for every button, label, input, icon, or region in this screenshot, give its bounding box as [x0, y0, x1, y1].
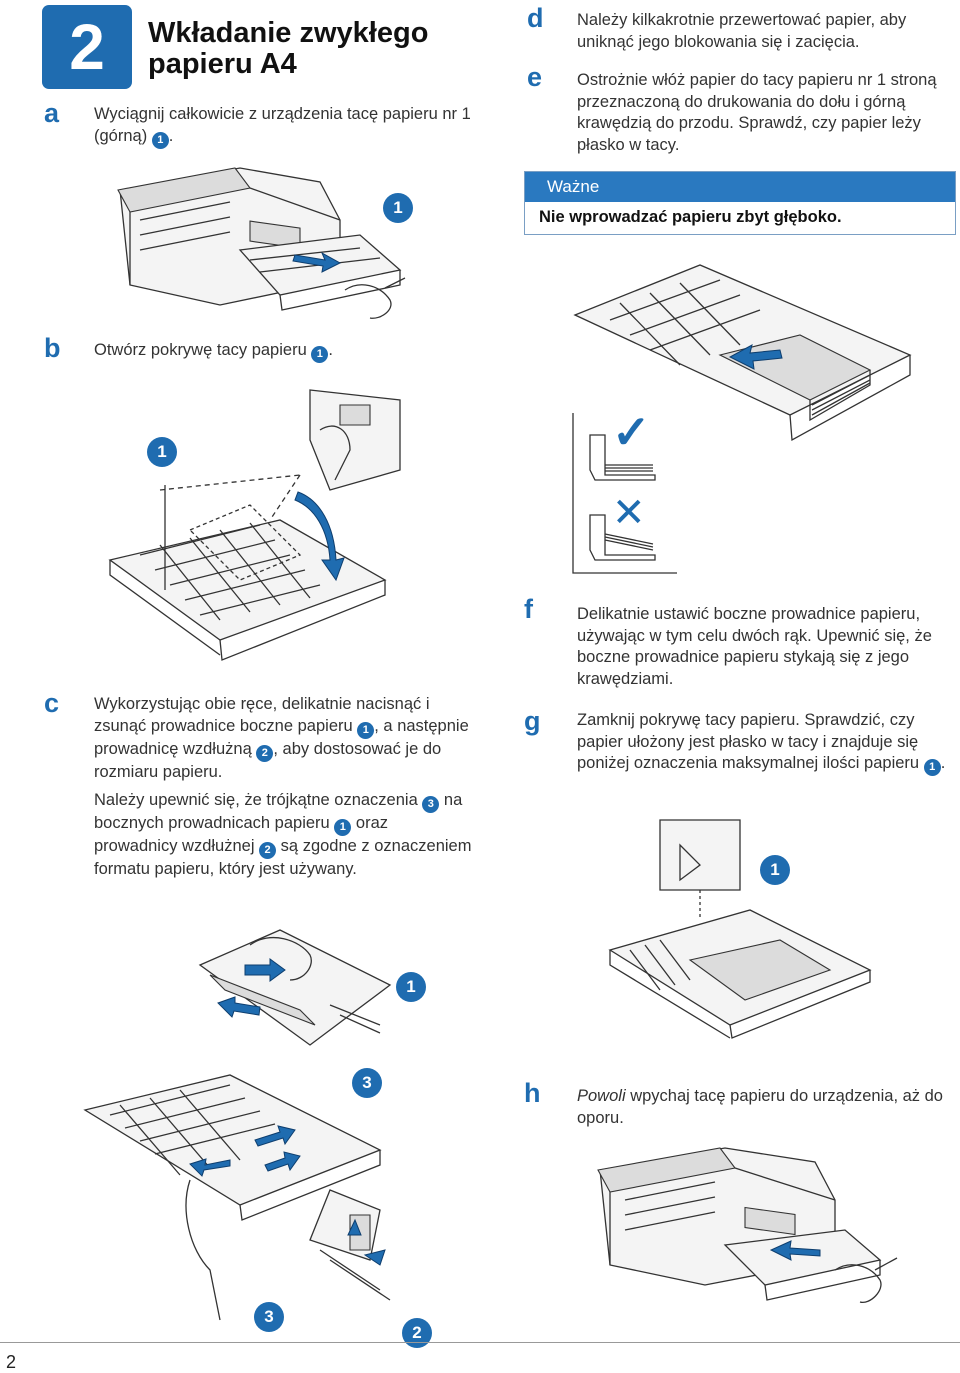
illustration-open-tray-cover: [100, 380, 420, 670]
illustration-printer-tray-out: [100, 160, 420, 325]
illustration-push-tray-in: [585, 1140, 905, 1315]
step-c-p2-text-c: oraz prowadnicy wzdłużnej: [94, 814, 389, 855]
step-letter-h: h: [524, 1078, 541, 1108]
step-c-p1-text-a: Wykorzystując obie ręce, delikatnie naci…: [94, 695, 430, 735]
ref-number-1: 1: [357, 721, 375, 739]
step-c-p2-text-b: na bocznych prowadnicach papieru: [94, 791, 463, 832]
step-b-text-main: Otwórz pokrywę tacy papieru: [94, 341, 312, 359]
callout-c-3a: 3: [352, 1068, 382, 1098]
step-b-text-end: .: [328, 341, 333, 359]
step-g-text: Zamknij pokrywę tacy papieru. Sprawdzić,…: [577, 710, 955, 777]
ref-number-1: 1: [334, 819, 352, 836]
illustration-side-guide-closeup: [190, 925, 410, 1060]
step-c-p2-text-d: są zgodne z oznaczeniem formatu papieru,…: [94, 837, 472, 878]
step-letter-c: c: [44, 688, 60, 718]
step-letter-b: b: [44, 333, 61, 363]
step-b-text: Otwórz pokrywę tacy papieru 1.: [94, 340, 484, 363]
illustration-paper-check: [565, 405, 685, 580]
step-c-paragraph-1: Wykorzystując obie ręce, delikatnie naci…: [94, 694, 472, 783]
step-e-text: Ostrożnie włóż papier do tacy papieru nr…: [577, 71, 937, 155]
ref-number-1: 1: [311, 346, 329, 363]
important-note-header: Ważne: [525, 172, 955, 202]
ref-number-2: 2: [256, 744, 274, 762]
step-c-paragraph-2: Należy upewnić się, że trójkątne oznacze…: [94, 790, 472, 881]
step-g-text-end: .: [940, 754, 946, 773]
callout-g-1: 1: [760, 855, 790, 885]
step-a-text-main: Wyciągnij całkowicie z urządzenia tacę p…: [94, 105, 471, 145]
illustration-closed-tray: [600, 810, 880, 1040]
page-footer-rule: [0, 1342, 960, 1343]
ref-number-1: 1: [923, 759, 941, 777]
callout-b-1: 1: [147, 437, 177, 467]
callout-c-1: 1: [396, 972, 426, 1002]
step-h-text-italic: Powoli: [577, 1087, 626, 1105]
step-letter-f: f: [524, 594, 533, 624]
important-note: Ważne Nie wprowadzać papieru zbyt głębok…: [524, 171, 956, 235]
step-letter-a: a: [44, 98, 60, 128]
step-a-text: Wyciągnij całkowicie z urządzenia tacę p…: [94, 104, 484, 149]
callout-a-1: 1: [383, 193, 413, 223]
page-title-line1: Wkładanie zwykłego: [148, 17, 429, 49]
page-title: Wkładanie zwykłego papieru A4: [148, 18, 428, 80]
ref-number-2: 2: [259, 842, 277, 859]
check-mark-icon: ✓: [612, 406, 651, 458]
callout-c-3b: 3: [254, 1302, 284, 1332]
step-number-badge: 2: [42, 5, 132, 89]
illustration-load-paper: [570, 255, 920, 450]
step-a-text-end: .: [168, 126, 174, 145]
illustration-tray-guides: [80, 1060, 400, 1330]
step-h-text: Powoli wpychaj tacę papieru do urządzeni…: [577, 1086, 955, 1129]
important-note-body: Nie wprowadzać papieru zbyt głęboko.: [539, 208, 842, 226]
step-letter-e: e: [527, 62, 543, 92]
step-c-p1-text-c: , aby dostosować je do rozmiaru papieru.: [94, 739, 442, 781]
step-d-text: Należy kilkakrotnie przewertować papier,…: [577, 11, 907, 51]
callout-c-2: 2: [402, 1318, 432, 1348]
ref-number-1: 1: [151, 131, 169, 149]
cross-mark-icon: ✕: [612, 491, 646, 535]
step-g-text-main: Zamknij pokrywę tacy papieru. Sprawdzić,…: [577, 711, 924, 773]
page-number: 2: [6, 1352, 17, 1372]
step-f-text: Delikatnie ustawić boczne prowadnice pap…: [577, 605, 932, 689]
ref-number-3: 3: [422, 796, 440, 813]
step-c-p2-text-a: Należy upewnić się, że trójkątne oznacze…: [94, 791, 423, 809]
step-c-p1-text-b: , a następnie prowadnicę wzdłużną: [94, 716, 469, 758]
step-letter-d: d: [527, 3, 544, 33]
step-h-text-rest: wpychaj tacę papieru do urządzenia, aż d…: [577, 1087, 943, 1127]
page-title-line2: papieru A4: [148, 48, 297, 80]
step-letter-g: g: [524, 706, 541, 736]
